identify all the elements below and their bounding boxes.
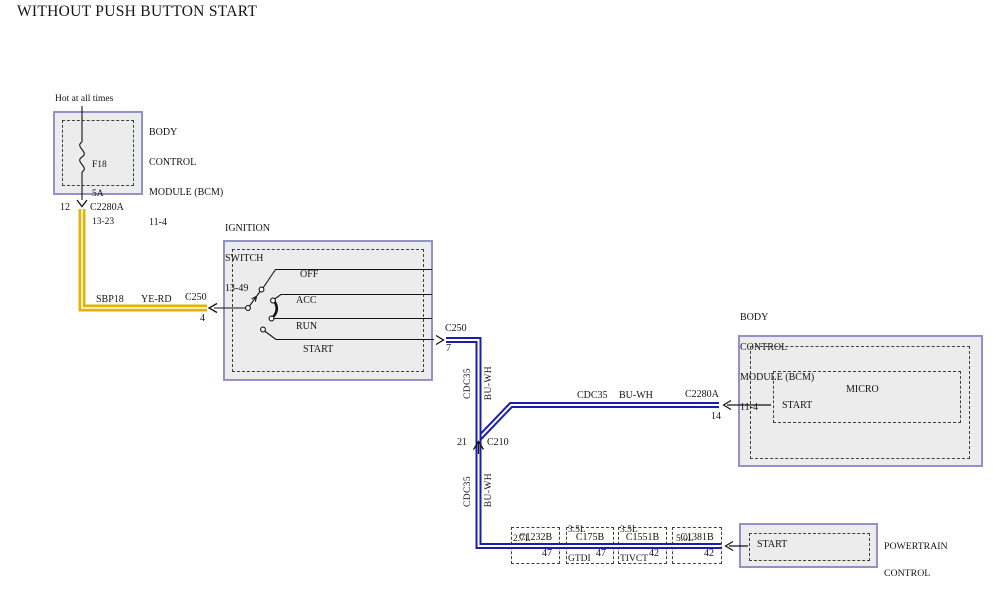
connector-c210-label: C210 — [487, 437, 509, 448]
pin-4-label: 4 — [200, 313, 205, 324]
bcm-start-label: START — [782, 400, 813, 411]
blue-wire-branch — [476, 402, 719, 442]
circuit-sbp18-label: SBP18 — [96, 294, 124, 305]
engine-label-3-5l-tivct: 3.5L TIVCT — [620, 525, 648, 564]
fuse-label: F18 5A 13-23 — [92, 142, 114, 247]
position-run-label: RUN — [296, 321, 318, 332]
ignition-switch-icon — [207, 268, 445, 346]
connector-c250-label: C250 — [185, 292, 207, 303]
pin-label: 42 — [649, 548, 659, 559]
pin-7-label: 7 — [446, 343, 451, 354]
down-arrow-icon — [76, 199, 88, 208]
connector-label: C1551B — [625, 532, 660, 543]
wire-color-ye-rd-label: YE-RD — [141, 294, 172, 305]
pcm-inner-dashed — [749, 533, 870, 561]
fuse-name: F18 — [92, 160, 107, 170]
connector-arrow-c2280a-14-icon — [722, 399, 732, 411]
pin-label: 47 — [542, 548, 552, 559]
circuit-cdc35-horizontal-label: CDC35 — [577, 390, 608, 401]
bcm-micro-box — [773, 371, 961, 423]
acc-run-bridge-arc — [272, 300, 279, 318]
page-title: WITHOUT PUSH BUTTON START — [17, 3, 258, 20]
pin-14-label: 14 — [711, 411, 721, 422]
pcm-start-label: START — [757, 539, 788, 550]
pin-21-label: 21 — [457, 437, 467, 448]
switch-pivot-contact — [245, 305, 251, 311]
circuit-cdc35-lower-label: CDC35 — [463, 476, 473, 508]
engine-label-5-0l: 5.0L — [676, 534, 694, 544]
bcm-box — [738, 335, 983, 467]
pcm-label: POWERTRAIN CONTROL MODULE (PCM) 23-15 24… — [884, 540, 948, 580]
start-contact — [260, 326, 266, 333]
engine-label-2-7l: 2.7L — [513, 534, 531, 544]
connector-c2280a-bcm-label: C2280A — [685, 389, 719, 400]
run-contact — [268, 315, 275, 322]
connector-label: C175B — [575, 532, 605, 543]
engine-label-3-5l-gtdi: 3.5L GTDI — [568, 525, 591, 564]
fuse-icon — [79, 141, 85, 173]
connector-c2280a-label: C2280A — [90, 202, 124, 213]
switch-arm-arrow-icon — [251, 295, 258, 302]
connector-arrow-c210-icon — [472, 440, 485, 454]
fuse-block-inner-dashed — [62, 120, 134, 186]
blue-branch-band — [476, 402, 719, 442]
off-contact — [258, 286, 265, 293]
connector-c250-out-label: C250 — [445, 323, 467, 334]
ignition-switch-label: IGNITION SWITCH 13-49 — [225, 223, 270, 294]
connector-arrow-c250-4-icon — [207, 302, 218, 314]
connector-arrow-c250-7-icon — [435, 334, 445, 346]
ignition-switch-inner-dashed — [232, 249, 424, 372]
pin-label: 47 — [596, 548, 606, 559]
wire-color-bu-wh-upper-label: BU-WH — [484, 366, 494, 401]
position-acc-label: ACC — [296, 295, 317, 306]
connector-label: C1381B — [680, 532, 714, 543]
bcm-label: BODY CONTROL MODULE (BCM) 11-4 — [740, 312, 815, 413]
pin-12-label: 12 — [60, 202, 70, 213]
fuse-rating: 5A — [92, 188, 104, 199]
circuit-cdc35-upper-label: CDC35 — [463, 368, 473, 400]
pcm-entry — [724, 540, 748, 552]
hot-at-all-times-label: Hot at all times — [55, 94, 114, 104]
bcm-inner-dashed — [750, 346, 970, 459]
micro-label: MICRO — [846, 384, 879, 395]
yellow-wire-core — [81, 209, 207, 309]
wire-color-bu-wh-horizontal-label: BU-WH — [619, 390, 653, 401]
fuse-ref: 13-23 — [92, 217, 115, 227]
blue-branch-core — [477, 404, 719, 440]
position-off-label: OFF — [300, 269, 319, 280]
fuse-feed-line — [76, 106, 88, 208]
fuse-block-box — [53, 111, 143, 195]
ignition-switch-box — [223, 240, 433, 381]
acc-contact — [270, 297, 276, 304]
position-start-label: START — [303, 344, 334, 355]
wire-color-bu-wh-lower-label: BU-WH — [484, 473, 494, 508]
pcm-box — [739, 523, 878, 568]
pin-label: 42 — [704, 548, 714, 559]
fuse-block-module-label: BODY CONTROL MODULE (BCM) 11-4 — [149, 127, 224, 228]
bcm-entry — [722, 399, 771, 411]
connector-label: C1232B — [518, 532, 553, 543]
connector-arrow-pcm-icon — [724, 540, 734, 552]
yellow-wire — [78, 209, 207, 312]
